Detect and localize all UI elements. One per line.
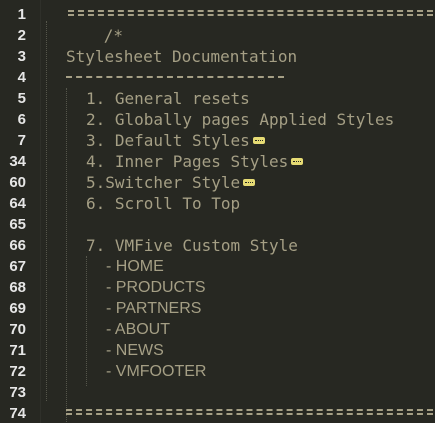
line-number: 74 xyxy=(9,405,26,422)
indent-guide xyxy=(86,256,87,386)
doc-item: 7. VMFive Custom Style xyxy=(86,236,298,255)
doc-item-label: 4. Inner Pages Styles xyxy=(86,152,289,171)
doc-item-folded: 4. Inner Pages Styles xyxy=(86,151,304,172)
doc-item-label: 5.Switcher Style xyxy=(86,173,241,192)
line-number: 3 xyxy=(17,48,26,65)
doc-subitem: - PARTNERS xyxy=(106,300,202,317)
line-number: 66 xyxy=(9,237,26,254)
line-number: 5 xyxy=(17,90,26,107)
line-number: 73 xyxy=(9,384,26,401)
indent-guide xyxy=(66,88,67,423)
line-number: 34 xyxy=(9,153,26,170)
line-number: 6 xyxy=(17,111,26,128)
code-line-1: /* xyxy=(46,4,123,45)
comment-rule-bottom xyxy=(66,409,433,415)
comment-rule-top xyxy=(68,10,433,16)
fold-ellipsis-icon[interactable] xyxy=(291,158,304,165)
line-number-gutter: 1 2 3 4 5 6 7 34 60 64 65 66 67 68 69 70… xyxy=(0,0,40,423)
doc-subitem: - PRODUCTS xyxy=(106,279,206,296)
line-number: 7 xyxy=(17,132,26,149)
doc-item: 6. Scroll To Top xyxy=(86,194,241,213)
doc-subitem: - HOME xyxy=(106,258,164,275)
line-number: 4 xyxy=(17,69,26,86)
doc-item-folded: 3. Default Styles xyxy=(86,130,265,151)
line-number: 60 xyxy=(9,174,26,191)
doc-item: 2. Globally pages Applied Styles xyxy=(86,110,395,129)
comment-open: /* xyxy=(103,26,124,45)
doc-item-label: 3. Default Styles xyxy=(86,131,250,150)
line-number: 1 xyxy=(17,6,26,23)
code-area[interactable]: /* Stylesheet Documentation 1. General r… xyxy=(46,0,435,423)
doc-subitem: - ABOUT xyxy=(106,321,171,338)
doc-subitem: - NEWS xyxy=(106,342,164,359)
line-number: 2 xyxy=(17,27,26,44)
line-number: 67 xyxy=(9,258,26,275)
line-number: 72 xyxy=(9,363,26,380)
indent-guide xyxy=(46,21,47,401)
line-number: 71 xyxy=(9,342,26,359)
line-number: 69 xyxy=(9,300,26,317)
doc-item: 1. General resets xyxy=(86,89,250,108)
line-number: 70 xyxy=(9,321,26,338)
line-number: 65 xyxy=(9,216,26,233)
fold-ellipsis-icon[interactable] xyxy=(243,179,256,186)
fold-ellipsis-icon[interactable] xyxy=(252,137,265,144)
gutter-divider xyxy=(40,0,41,423)
doc-item-folded: 5.Switcher Style xyxy=(86,172,256,193)
line-number: 68 xyxy=(9,279,26,296)
line-number: 64 xyxy=(9,195,26,212)
doc-subitem: - VMFOOTER xyxy=(106,363,207,380)
title-underline xyxy=(66,76,284,78)
doc-title: Stylesheet Documentation xyxy=(66,47,298,66)
